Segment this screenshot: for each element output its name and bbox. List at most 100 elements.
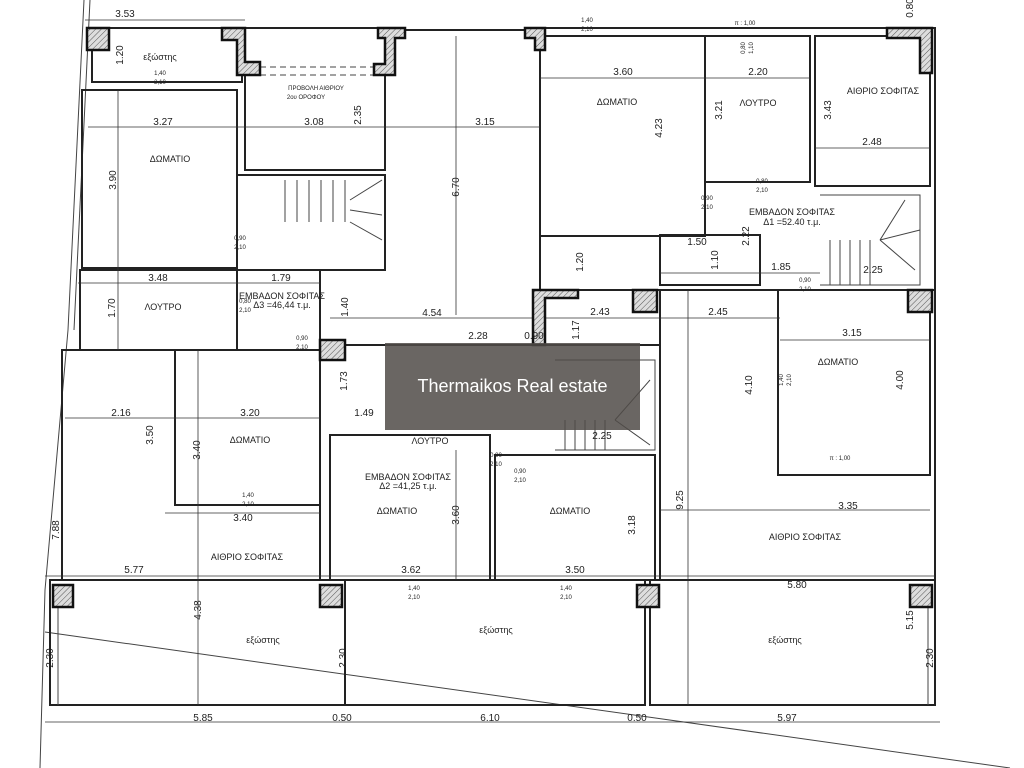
- dim-label: 3.50: [145, 425, 156, 445]
- dim-label: 1.79: [271, 273, 291, 284]
- stairs: [284, 179, 921, 451]
- opening-width: 1,40: [581, 18, 593, 24]
- opening-width: 0,90: [514, 469, 526, 475]
- opening-height: 2,10: [756, 188, 768, 194]
- projection-label-floor: 2ου ΟΡΟΦΟΥ: [287, 95, 325, 101]
- room-label-room: ΔΩΜΑΤΙΟ: [818, 357, 859, 367]
- dim-label: 2.45: [708, 307, 728, 318]
- opening-width: 0,90: [234, 236, 246, 242]
- projection-label: ΠΡΟΒΟΛΗ ΑΙΘΡΙΟΥ: [288, 86, 344, 92]
- opening-height: 2,10: [787, 374, 793, 386]
- room-label-bathroom: ΛΟΥΤΡΟ: [739, 98, 776, 108]
- dim-label: 3.15: [475, 117, 495, 128]
- room-label-balcony: εξώστης: [479, 625, 513, 635]
- dim-label: 3.40: [233, 513, 253, 524]
- room-labels: εξώστης ΠΡΟΒΟΛΗ ΑΙΘΡΙΟΥ 2ου ΟΡΟΦΟΥ ΔΩΜΑΤ…: [143, 21, 919, 645]
- opening-width: 1,40: [154, 71, 166, 77]
- opening-height: 2,10: [514, 478, 526, 484]
- dim-label: 2.25: [592, 431, 612, 442]
- dim-label: 1.73: [339, 371, 350, 391]
- opening-width: 0,90: [701, 196, 713, 202]
- room-label-balcony: εξώστης: [768, 635, 802, 645]
- dim-label: 2.20: [748, 67, 768, 78]
- opening-height: 2,10: [560, 595, 572, 601]
- opening-width: 1,40: [779, 374, 785, 386]
- sill-label: π : 1,00: [830, 456, 851, 462]
- dim-label: 5.15: [905, 610, 916, 630]
- room-label-atrium: ΑΙΘΡΙΟ ΣΟΦΙΤΑΣ: [769, 532, 842, 542]
- room-label-room: ΔΩΜΑΤΙΟ: [377, 506, 418, 516]
- dim-label: 3.43: [823, 100, 834, 120]
- opening-labels: 1,402,10 0,902,10 0,802,10 0,902,10 1,40…: [154, 18, 811, 601]
- room-label-atrium: ΑΙΘΡΙΟ ΣΟΦΙΤΑΣ: [211, 552, 284, 562]
- opening-height: 2,10: [239, 308, 251, 314]
- dim-label: 5.97: [777, 713, 797, 724]
- opening-height: 2,10: [701, 205, 713, 211]
- dim-label: 2.28: [468, 331, 488, 342]
- dim-label: 4.10: [744, 375, 755, 395]
- dim-label: 3.62: [401, 565, 421, 576]
- dim-label: 2.30: [338, 648, 349, 668]
- dim-label: 3.53: [115, 9, 135, 20]
- area-label: ΕΜΒΑΔΟΝ ΣΟΦΙΤΑΣ: [239, 291, 325, 301]
- dim-label: 1.50: [687, 237, 707, 248]
- dim-label: 2.48: [862, 137, 882, 148]
- opening-height: 2,10: [799, 287, 811, 293]
- dim-label: 0.90: [524, 331, 544, 342]
- opening-height: 2,10: [154, 80, 166, 86]
- dim-label: 1.85: [771, 262, 791, 273]
- opening-width: 1,40: [408, 586, 420, 592]
- room-label-balcony: εξώστης: [246, 635, 280, 645]
- dim-label: 7.88: [51, 520, 62, 540]
- area-d2: Δ2 =41,25 τ.μ.: [379, 481, 437, 491]
- dim-label: 6.10: [480, 713, 500, 724]
- dim-label: 2.30: [925, 648, 936, 668]
- area-label: ΕΜΒΑΔΟΝ ΣΟΦΙΤΑΣ: [749, 207, 835, 217]
- area-label: ΕΜΒΑΔΟΝ ΣΟΦΙΤΑΣ: [365, 472, 451, 482]
- dim-label: 3.08: [304, 117, 324, 128]
- opening-height: 2,10: [234, 245, 246, 251]
- opening-width: 0,90: [490, 453, 502, 459]
- opening-height: 2,10: [296, 345, 308, 351]
- dim-label: 5.85: [193, 713, 213, 724]
- dim-label: 2.30: [45, 648, 56, 668]
- room-label-atrium: ΑΙΘΡΙΟ ΣΟΦΙΤΑΣ: [847, 86, 920, 96]
- dim-label: 1.70: [107, 298, 118, 318]
- dim-label: 2.43: [590, 307, 610, 318]
- opening-width: 0,90: [296, 336, 308, 342]
- dim-label: 5.77: [124, 565, 144, 576]
- dim-label: 0.50: [332, 713, 352, 724]
- dim-label: 2.35: [353, 105, 364, 125]
- sill-label: π : 1,00: [735, 21, 756, 27]
- dim-label: 3.40: [192, 440, 203, 460]
- dim-label: 9.25: [675, 490, 686, 510]
- dim-label: 2.16: [111, 408, 131, 419]
- room-label-bathroom: ΛΟΥΤΡΟ: [144, 302, 181, 312]
- dim-label: 1.20: [575, 252, 586, 272]
- room-label-balcony: εξώστης: [143, 52, 177, 62]
- dim-label: 3.20: [240, 408, 260, 419]
- dimension-lines: [45, 19, 940, 723]
- dim-label: 3.60: [451, 505, 462, 525]
- dim-label: 4.23: [654, 118, 665, 138]
- dim-label: 1.17: [571, 320, 582, 340]
- opening-height: 2,10: [242, 502, 254, 508]
- dim-label: 1.10: [710, 250, 721, 270]
- dim-label: 3.90: [108, 170, 119, 190]
- area-d1: Δ1 =52.40 τ.μ.: [763, 217, 821, 227]
- opening-height: 2,10: [581, 27, 593, 33]
- dim-label: 3.48: [148, 273, 168, 284]
- dim-label: 1.49: [354, 408, 374, 419]
- dim-label: 3.35: [838, 501, 858, 512]
- dim-label: 4.38: [193, 600, 204, 620]
- opening-width: 0,90: [799, 278, 811, 284]
- dim-label: 3.50: [565, 565, 585, 576]
- dim-label: 0.80: [905, 0, 916, 18]
- dim-label: 5.80: [787, 580, 807, 591]
- dim-label: 3.15: [842, 328, 862, 339]
- room-label-bathroom: ΛΟΥΤΡΟ: [411, 436, 448, 446]
- opening-width: 0,80: [756, 179, 768, 185]
- opening-width: 1,40: [560, 586, 572, 592]
- opening-width: 0,80: [239, 299, 251, 305]
